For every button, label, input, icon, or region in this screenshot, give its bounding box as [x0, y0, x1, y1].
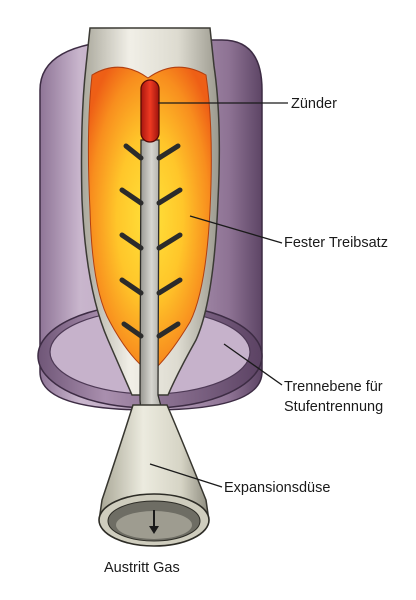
label-igniter: Zünder [291, 96, 337, 112]
label-expansion-nozzle: Expansionsdüse [224, 480, 330, 496]
leader-solid-propellant [189, 215, 283, 244]
igniter [140, 79, 160, 143]
label-separation-plane-line2: Stufentrennung [284, 399, 383, 415]
core-fins [119, 143, 183, 339]
leader-separation-plane [223, 343, 283, 386]
label-exhaust: Austritt Gas [104, 560, 180, 576]
leader-expansion-nozzle [149, 463, 223, 488]
label-separation-plane-line1: Trennebene für [284, 379, 383, 395]
label-solid-propellant: Fester Treibsatz [284, 235, 388, 251]
down-arrow-icon [149, 510, 159, 534]
expansion-nozzle [99, 404, 209, 515]
